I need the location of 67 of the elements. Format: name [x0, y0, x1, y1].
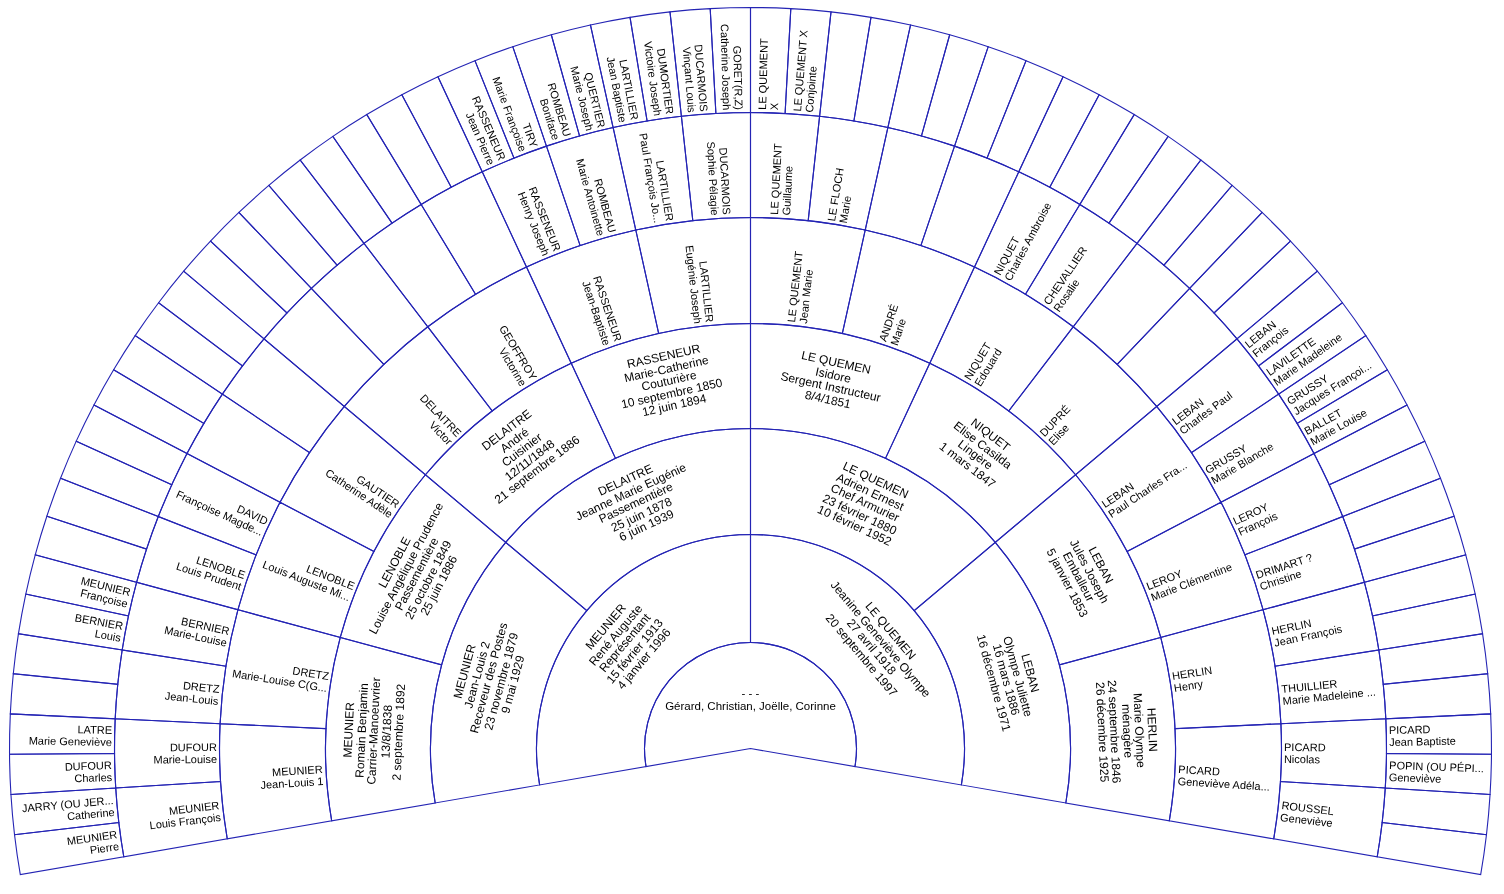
empty-ancestor-sector	[1017, 75, 1101, 189]
surname: MEUNIER	[341, 701, 357, 758]
surname: PICARD	[1389, 723, 1431, 737]
given-names: Geneviève Adéla...	[1176, 775, 1270, 793]
empty-ancestor-sector	[1078, 113, 1170, 225]
given-names: Marie-Louise	[152, 752, 217, 766]
empty-ancestor-sector	[331, 113, 423, 225]
ancestor-sector	[748, 6, 793, 115]
empty-ancestor-sector	[298, 134, 394, 245]
empty-ancestor-sector	[1371, 592, 1485, 652]
empty-ancestor-sector	[1135, 158, 1234, 267]
given-names: Marie Geneviève	[28, 734, 112, 749]
ancestor-sector	[13, 820, 126, 877]
empty-ancestor-sector	[1107, 134, 1203, 245]
ancestor-sector	[1272, 779, 1387, 859]
empty-ancestor-sector	[209, 210, 313, 315]
empty-ancestor-sector	[852, 15, 913, 130]
empty-ancestor-sector	[1362, 553, 1477, 618]
surname: DUFOUR	[64, 758, 112, 773]
surname: GORET(R,Z)	[731, 45, 746, 110]
surname: PICARD	[1284, 740, 1327, 753]
ancestor-sector	[783, 7, 833, 118]
empty-ancestor-sector	[182, 239, 289, 341]
empty-ancestor-sector	[1381, 672, 1493, 721]
empty-ancestor-sector	[818, 10, 873, 123]
surname: DUFOUR	[169, 740, 217, 753]
surname: LE QUEMENT	[755, 37, 770, 110]
ancestor-sector	[708, 6, 752, 115]
surname: PICARD	[1177, 763, 1220, 778]
surname: LATRE	[77, 723, 112, 737]
given-names: X	[767, 102, 781, 111]
empty-ancestor-sector	[8, 672, 120, 721]
placeholder-dashes: - - -	[741, 686, 760, 700]
given-names: Charles	[74, 770, 113, 785]
empty-ancestor-sector	[1188, 210, 1292, 315]
ancestor-sector	[8, 751, 118, 797]
ancestor-sector	[1384, 712, 1493, 756]
empty-ancestor-sector	[112, 334, 224, 425]
empty-ancestor-sector	[237, 183, 339, 290]
empty-ancestor-sector	[1380, 786, 1492, 837]
empty-ancestor-sector	[1341, 476, 1456, 551]
life-detail: 13/8/1838	[379, 704, 395, 759]
ancestor-sector	[1383, 751, 1493, 797]
empty-ancestor-sector	[365, 93, 453, 206]
empty-ancestor-sector	[59, 439, 174, 519]
given-names: Nicolas	[1284, 752, 1321, 765]
empty-ancestor-sector	[1375, 820, 1488, 877]
surname: DRETZ	[182, 678, 221, 695]
empty-ancestor-sector	[157, 269, 266, 368]
empty-ancestor-sector	[11, 632, 124, 686]
empty-ancestor-sector	[886, 23, 952, 138]
empty-ancestor-sector	[1162, 183, 1264, 290]
empty-ancestor-sector	[919, 33, 990, 148]
empty-ancestor-sector	[985, 59, 1065, 174]
empty-ancestor-sector	[45, 476, 160, 551]
surname: HERLIN	[1171, 664, 1214, 683]
ancestor-sector	[8, 712, 117, 756]
empty-ancestor-sector	[267, 158, 366, 267]
empty-ancestor-sector	[953, 45, 1028, 160]
ancestor-sector	[1278, 717, 1388, 790]
empty-ancestor-sector	[133, 301, 244, 396]
empty-ancestor-sector	[1352, 514, 1468, 584]
children-names: Gérard, Christian, Joëlle, Corinne	[665, 699, 836, 713]
given-names: Jean Baptiste	[1389, 734, 1457, 749]
empty-ancestor-sector	[74, 403, 189, 487]
empty-ancestor-sector	[92, 368, 206, 456]
empty-ancestor-sector	[1377, 632, 1490, 686]
